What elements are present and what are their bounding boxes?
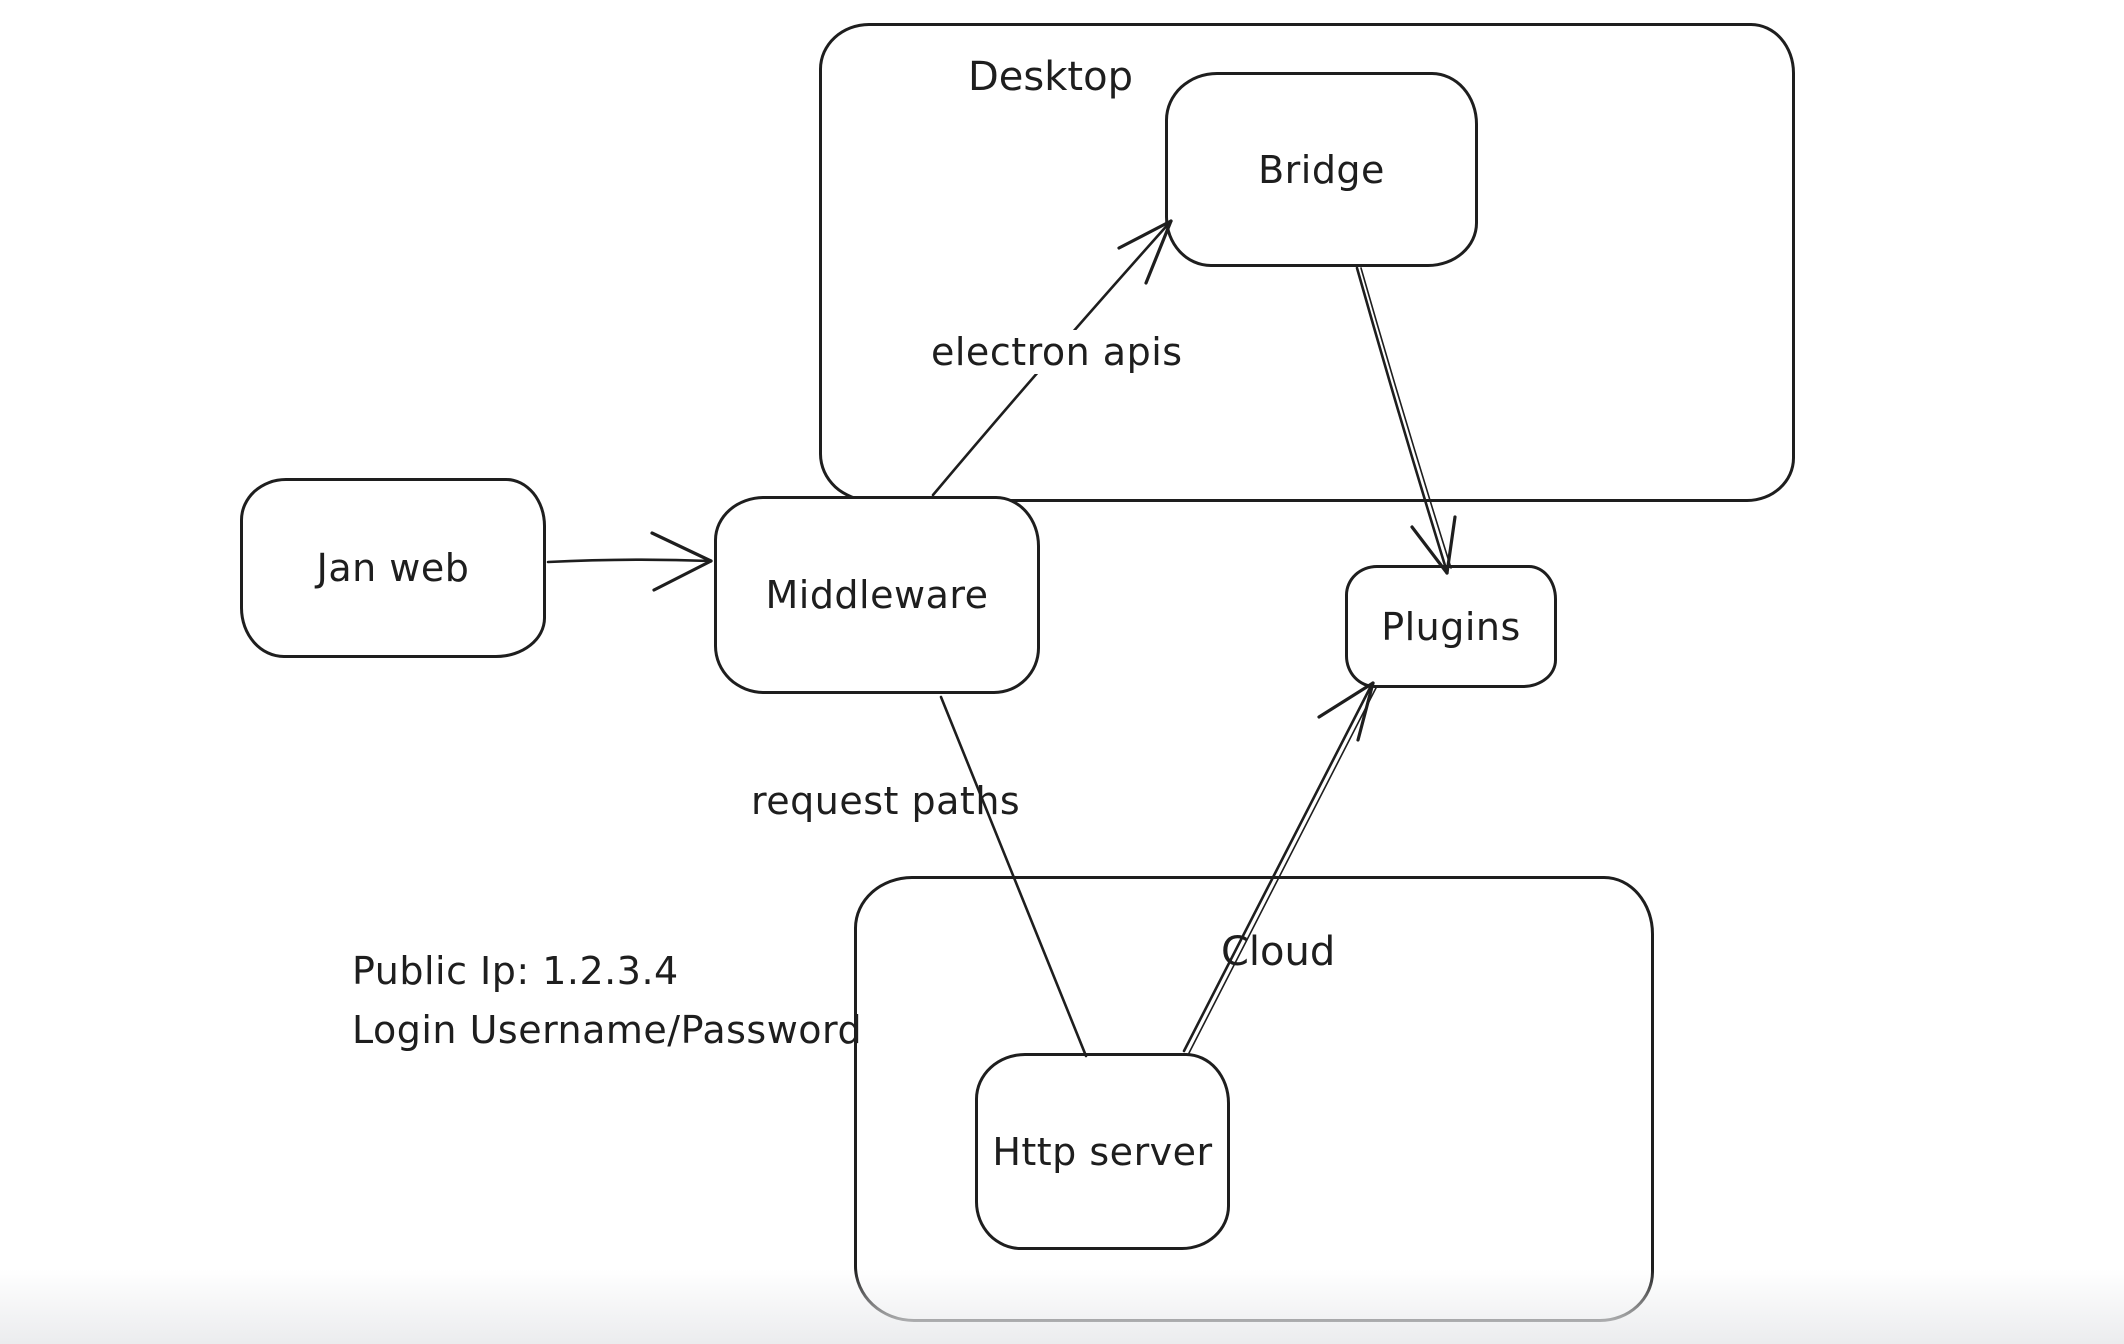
node-jan-web-label: Jan web	[316, 546, 470, 590]
node-middleware[interactable]: Middleware	[714, 496, 1040, 694]
node-bridge[interactable]: Bridge	[1165, 72, 1478, 267]
annotation-credentials[interactable]: Public Ip: 1.2.3.4 Login Username/Passwo…	[352, 942, 862, 1060]
edge-label-electron-apis[interactable]: electron apis	[925, 330, 1189, 374]
annotation-public-ip: Public Ip: 1.2.3.4	[352, 949, 679, 993]
container-desktop[interactable]: Desktop	[819, 23, 1795, 502]
node-http-server-label: Http server	[992, 1129, 1213, 1174]
container-desktop-label: Desktop	[968, 54, 1133, 100]
container-cloud[interactable]: Cloud	[854, 876, 1654, 1322]
node-bridge-label: Bridge	[1258, 147, 1385, 192]
node-plugins[interactable]: Plugins	[1345, 565, 1557, 688]
node-http-server[interactable]: Http server	[975, 1053, 1230, 1250]
node-jan-web[interactable]: Jan web	[240, 478, 546, 658]
annotation-login: Login Username/Password	[352, 1007, 863, 1052]
node-plugins-label: Plugins	[1381, 604, 1521, 649]
container-cloud-label: Cloud	[1221, 929, 1336, 975]
edge-janweb-to-middleware-arrow[interactable]	[546, 531, 713, 592]
node-middleware-label: Middleware	[765, 573, 989, 617]
edge-label-request-paths[interactable]: request paths	[751, 779, 1021, 823]
